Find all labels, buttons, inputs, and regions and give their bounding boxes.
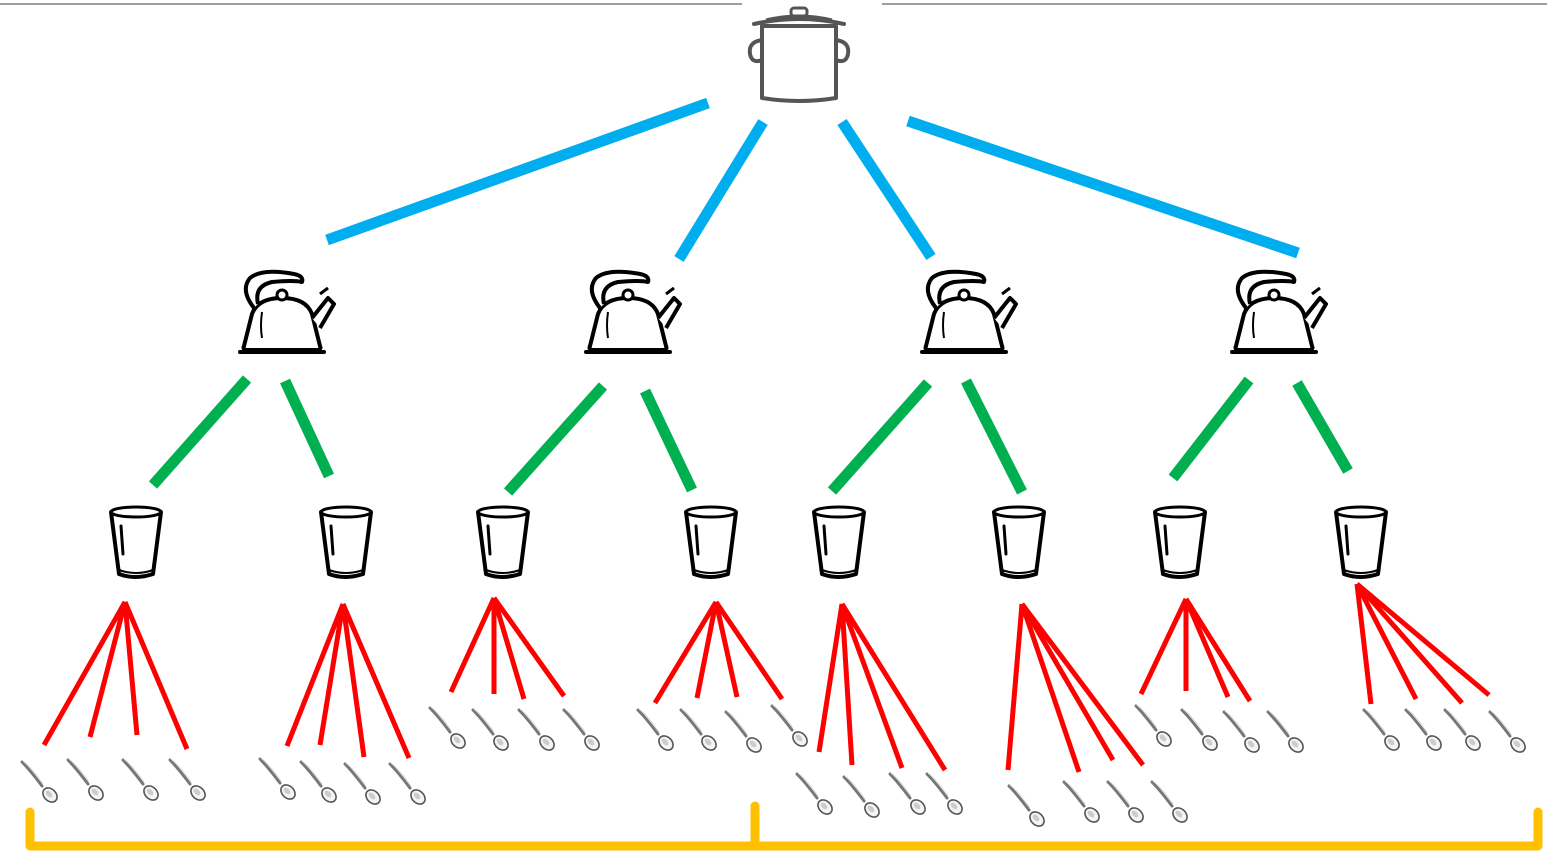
red-edge <box>839 603 905 769</box>
spoon-icon <box>1443 707 1485 755</box>
red-edge <box>340 603 412 759</box>
spoon-icon <box>258 756 300 804</box>
spoon-icon <box>562 707 604 755</box>
red-edge <box>122 601 190 750</box>
green-edge <box>148 375 252 489</box>
red-edge <box>652 600 719 705</box>
red-edge <box>317 603 346 746</box>
drinking-glass-icon <box>1334 505 1388 579</box>
spoon-icon <box>1488 709 1530 757</box>
red-edge <box>1355 582 1464 705</box>
blue-edge <box>906 115 1300 259</box>
spoon-icon <box>636 707 678 755</box>
spoon-icon <box>471 707 513 755</box>
red-edge <box>1183 597 1253 703</box>
grouping-bracket <box>25 801 1543 851</box>
red-edge <box>839 602 948 772</box>
green-edge <box>640 388 697 493</box>
bracket-outline <box>25 807 1543 851</box>
spoon-icon <box>1150 779 1192 827</box>
spoon-icon <box>1222 709 1264 757</box>
spoon-icon <box>842 774 884 822</box>
blue-edge <box>325 97 710 246</box>
blue-edge <box>674 119 768 262</box>
spoon-icon <box>724 709 766 757</box>
spoon-icon <box>1180 707 1222 755</box>
green-edge <box>827 379 933 495</box>
kettle-icon <box>584 269 682 354</box>
red-edge <box>839 603 855 766</box>
green-edge <box>1168 376 1254 482</box>
spoon-icon <box>1062 779 1104 827</box>
red-edge <box>1355 582 1491 697</box>
red-edge <box>713 600 785 701</box>
spoon-icon <box>388 761 430 809</box>
red-edge <box>41 600 128 747</box>
spoon-icon <box>1007 783 1049 831</box>
red-edge <box>1005 603 1025 771</box>
spoon-icon <box>795 771 837 819</box>
spoon-icon <box>1106 779 1148 827</box>
green-edge <box>1292 380 1353 474</box>
cooking-pot-icon <box>747 6 851 103</box>
red-edge <box>1138 597 1189 696</box>
glass-to-spoon-edges <box>41 582 1491 773</box>
spoon-icon <box>121 757 163 805</box>
spoon-icon <box>1362 707 1404 755</box>
drinking-glass-icon <box>476 505 530 579</box>
red-edge <box>1019 602 1116 762</box>
blue-edge <box>837 118 936 261</box>
drinking-glass-icon <box>319 505 373 579</box>
drinking-glass-icon <box>684 505 738 579</box>
red-edge <box>1019 603 1082 773</box>
red-edge <box>1020 602 1145 767</box>
drinking-glass-icon <box>109 505 163 579</box>
spoon-icon <box>1134 703 1176 751</box>
red-edge <box>491 596 567 698</box>
spoon-icon <box>888 771 930 819</box>
red-edge <box>491 597 527 700</box>
red-edge <box>694 601 719 699</box>
kettle-icon <box>1230 269 1328 354</box>
kettle-to-glass-edges <box>148 375 1353 496</box>
spoon-icon <box>66 757 108 805</box>
spoon-icon <box>1404 707 1446 755</box>
spoon-icon <box>20 759 62 807</box>
red-edge <box>284 603 346 747</box>
drinking-glass-icon <box>992 505 1046 579</box>
red-edge <box>713 601 740 698</box>
spoon-icon <box>770 703 812 751</box>
spoon-icon <box>925 771 967 819</box>
spoon-icon <box>679 707 721 755</box>
red-edge <box>1183 598 1231 698</box>
spoon-icon <box>168 757 210 805</box>
kettle-icon <box>920 269 1018 354</box>
spoon-icon <box>428 705 470 753</box>
spoon-icon <box>1266 709 1308 757</box>
kettle-icon <box>238 269 336 354</box>
red-edge <box>1354 583 1374 705</box>
red-edge <box>816 603 845 753</box>
drinking-glass-icon <box>812 505 866 579</box>
pot-to-kettle-edges <box>325 97 1300 262</box>
red-edge <box>340 603 367 758</box>
red-edge <box>87 601 128 738</box>
red-edge <box>1354 582 1419 701</box>
drinking-glass-icon <box>1153 505 1207 579</box>
green-edge <box>280 378 334 479</box>
red-edge <box>448 596 497 694</box>
spoon-icon <box>343 761 385 809</box>
spoon-icon <box>299 759 341 807</box>
tree-nodes <box>20 6 1530 831</box>
spoon-icon <box>517 707 559 755</box>
green-edge <box>503 382 608 496</box>
red-edge <box>122 601 140 736</box>
green-edge <box>961 378 1027 495</box>
